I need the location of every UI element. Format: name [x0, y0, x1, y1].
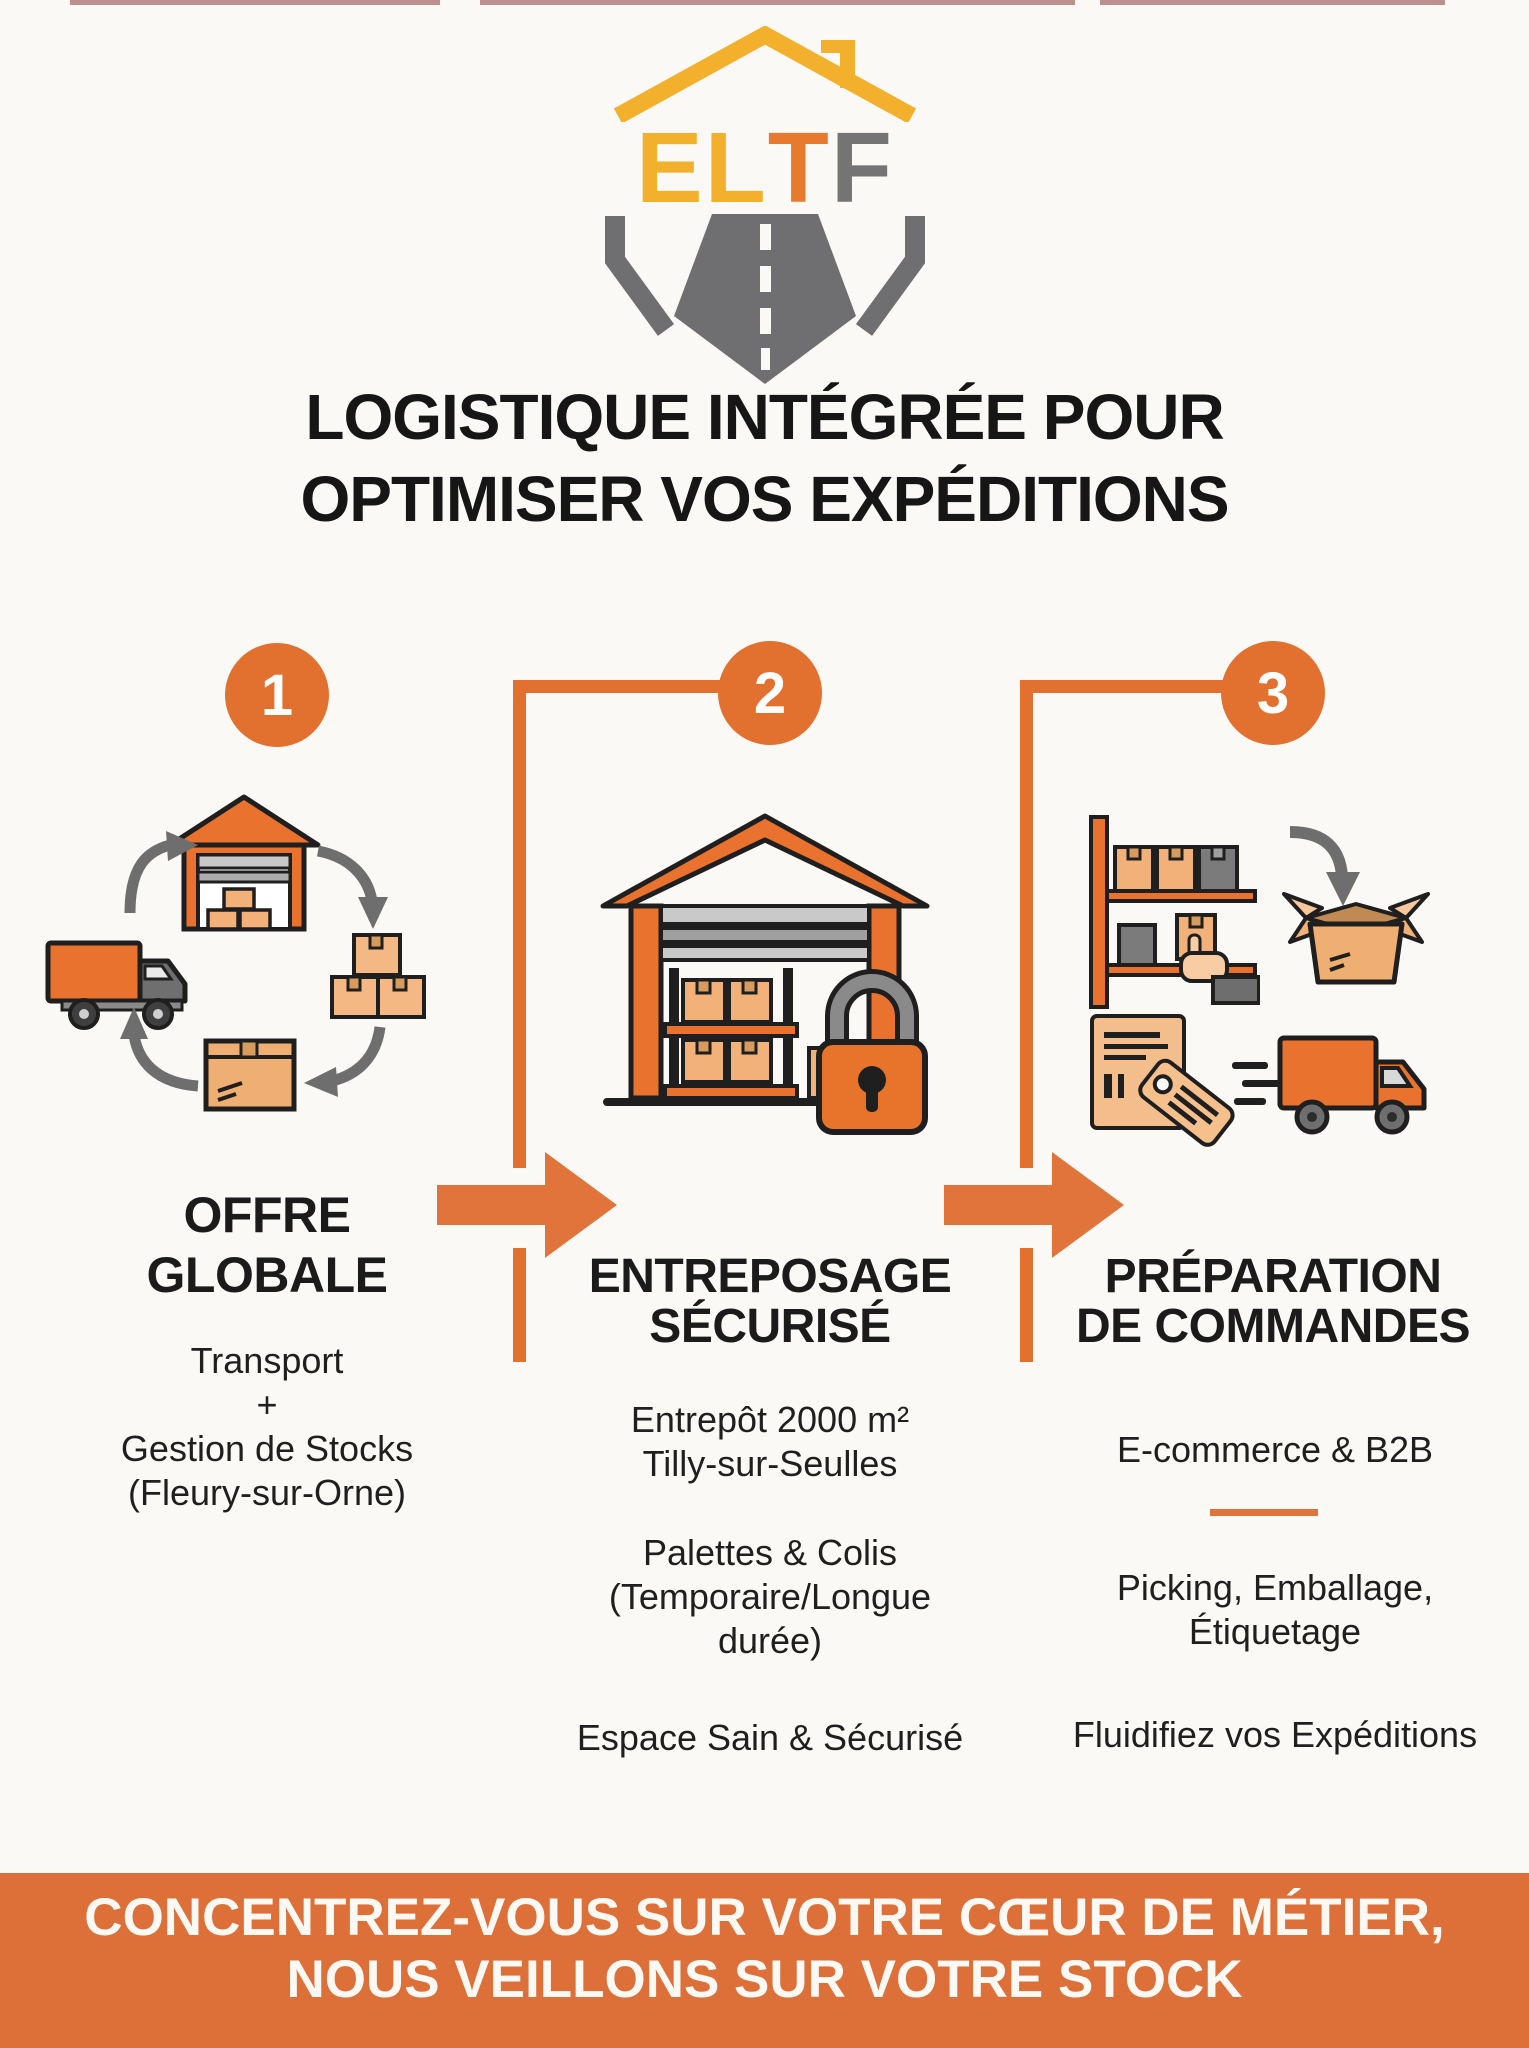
step-3-number: 3	[1256, 660, 1290, 726]
step-1-badge: 1	[225, 643, 329, 747]
road-icon	[605, 214, 925, 384]
supply-cycle-icon	[45, 794, 426, 1112]
delivery-truck-icon	[1232, 1035, 1427, 1135]
top-edge-artifact	[480, 0, 1075, 5]
open-box-icon	[1282, 892, 1430, 985]
secured-warehouse-icon	[600, 813, 930, 1135]
top-edge-artifact	[70, 0, 440, 5]
logo-letter-t: T	[767, 112, 831, 224]
bottom-banner: CONCENTREZ-VOUS SUR VOTRE CŒUR DE MÉTIER…	[0, 1873, 1529, 2048]
top-edge-artifact	[1100, 0, 1445, 5]
tag-icon	[1138, 1058, 1235, 1147]
step-3-badge: 3	[1221, 641, 1325, 745]
rack-picking-icon	[1089, 815, 1260, 1009]
flow-arrow-right-icon	[437, 1152, 617, 1258]
connector-step3-vertical	[1020, 680, 1033, 1168]
warehouse-icon	[167, 794, 321, 932]
step-1-title: OFFRE GLOBALE	[146, 1187, 388, 1303]
step-3-description-ecommerce: E-commerce & B2B	[1116, 1429, 1434, 1470]
step-3-title: PRÉPARATION DE COMMANDES	[1075, 1250, 1471, 1353]
truck-icon	[45, 940, 188, 1030]
step-3-description-picking: Picking, Emballage, Étiquetage	[1116, 1567, 1434, 1652]
padlock-icon	[816, 969, 928, 1135]
banner-slogan: CONCENTREZ-VOUS SUR VOTRE CŒUR DE MÉTIER…	[84, 1888, 1445, 2009]
step-1-number: 1	[260, 662, 294, 728]
cycle-arrows-icon	[120, 831, 388, 1097]
picking-hand-icon	[1179, 933, 1260, 1005]
inbound-open-box-icon	[1282, 826, 1430, 985]
logo-letters-el: EL	[636, 112, 768, 224]
house-roof-icon	[613, 26, 917, 122]
labels-tags-icon	[1090, 1014, 1235, 1147]
flow-arrow-right-icon	[944, 1152, 1124, 1258]
stacked-boxes-icon	[330, 933, 426, 1019]
connector-step2-horizontal	[513, 680, 725, 693]
connector-step3-vertical	[1020, 1248, 1033, 1362]
step-1-description: Transport + Gestion de Stocks (Fleury-su…	[120, 1340, 414, 1513]
connector-step3-horizontal	[1020, 680, 1228, 693]
connector-step2-vertical	[513, 1248, 526, 1362]
step-2-title: ENTREPOSAGE SÉCURISÉ	[588, 1250, 952, 1353]
step-3-description-fluidify: Fluidifiez vos Expéditions	[1072, 1714, 1478, 1755]
step-2-description-space: Espace Sain & Sécurisé	[576, 1717, 964, 1758]
page-title: LOGISTIQUE INTÉGRÉE POUR OPTIMISER VOS E…	[300, 381, 1229, 535]
step-2-badge: 2	[718, 641, 822, 745]
step-2-description-warehouse: Entrepôt 2000 m² Tilly-sur-Seulles	[630, 1399, 910, 1484]
connector-step2-vertical	[513, 680, 526, 1168]
logo-letter-f: F	[830, 112, 894, 224]
section-divider	[1210, 1509, 1318, 1516]
step-2-description-pallets: Palettes & Colis (Temporaire/Longue duré…	[608, 1532, 932, 1661]
step-2-number: 2	[753, 660, 787, 726]
parcel-icon	[203, 1038, 297, 1112]
